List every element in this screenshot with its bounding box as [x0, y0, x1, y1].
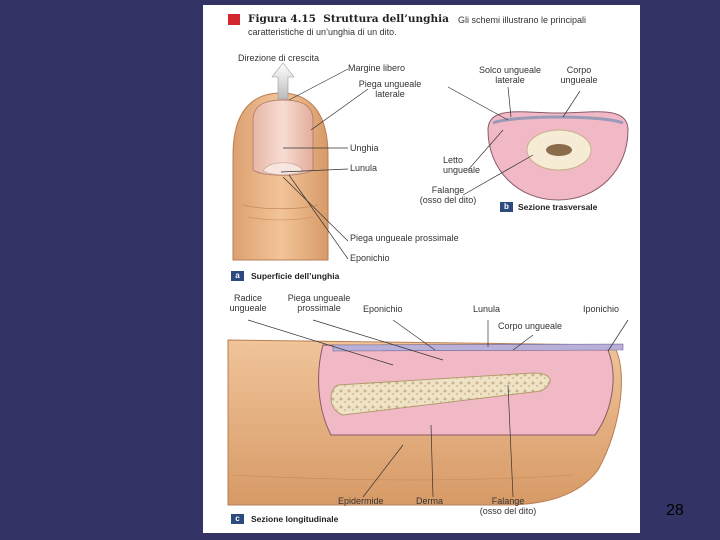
panel-c-leaders	[247, 319, 629, 498]
label-nail-body-c: Corpo ungueale	[498, 321, 563, 331]
label-epidermis: Epidermide	[338, 496, 384, 506]
label-hyponychium: Iponichio	[583, 304, 620, 314]
label-dermis: Derma	[416, 496, 444, 506]
label-root-2: ungueale	[229, 303, 267, 313]
label-proximal-fold: Piega ungueale prossimale	[350, 233, 459, 243]
figure-title-text: Struttura dell’unghia	[323, 13, 449, 25]
palmar-crease	[232, 474, 574, 481]
label-eponychium-a: Eponichio	[350, 253, 390, 263]
panel-a-badge: a	[231, 271, 244, 281]
growth-arrow-icon	[271, 62, 295, 100]
label-lateral-fold-1: Piega ungueale	[358, 79, 422, 89]
label-phalanx-b-2: (osso del dito)	[419, 195, 477, 205]
label-root-1: Radice	[233, 293, 262, 303]
figure-description-line-2: caratteristiche di un’unghia di un dito.	[248, 27, 397, 37]
knuckle-crease	[242, 204, 319, 210]
panel-c-illustration	[227, 339, 624, 506]
label-lunula-a: Lunula	[350, 163, 378, 173]
label-lateral-groove-2: laterale	[495, 75, 525, 85]
label-nail-bed-2: ungueale	[443, 165, 481, 175]
cross-section-nail	[492, 115, 624, 125]
panel-a-illustration	[232, 62, 329, 261]
label-phalanx-c-2: (osso del dito)	[479, 506, 537, 516]
label-nail-bed-1: Letto	[443, 155, 464, 165]
label-proximal-fold-c-2: prossimale	[297, 303, 341, 313]
knuckle-crease-2	[247, 216, 314, 221]
panel-c-caption: Sezione longitudinale	[251, 514, 339, 524]
panel-b-illustration	[487, 111, 629, 201]
figure-description-line-1: Gli schemi illustrano le principali	[458, 15, 587, 25]
nail-plate	[252, 99, 314, 176]
label-nail: Unghia	[350, 143, 379, 153]
label-eponychium-c: Eponichio	[363, 304, 403, 314]
illustration	[227, 62, 629, 506]
panel-b-leaders	[447, 86, 581, 196]
label-free-margin: Margine libero	[348, 63, 406, 73]
panel-b-caption: Sezione trasversale	[518, 202, 598, 212]
label-nail-body-2: ungueale	[560, 75, 598, 85]
label-proximal-fold-c-1: Piega ungueale	[287, 293, 351, 303]
bone-marrow	[546, 144, 572, 156]
figure-number: Figura 4.15	[248, 13, 316, 25]
figure-marker	[228, 14, 240, 25]
label-lunula-c: Lunula	[473, 304, 501, 314]
figure-title: Figura 4.15 Struttura dell’unghia	[248, 13, 449, 25]
nail-structure-figure: Figura 4.15 Struttura dell’unghia Gli sc…	[203, 5, 640, 533]
label-phalanx-b-1: Falange	[431, 185, 465, 195]
panel-c-badge: c	[231, 514, 244, 524]
longitudinal-bone	[330, 372, 551, 416]
label-lateral-fold-2: laterale	[375, 89, 405, 99]
label-phalanx-c-1: Falange	[491, 496, 525, 506]
panel-a-leaders	[280, 68, 369, 260]
page-number: 28	[666, 502, 684, 519]
label-lateral-groove-1: Solco ungueale	[478, 65, 542, 75]
panel-b-badge: b	[500, 202, 513, 212]
panel-a-caption: Superficie dell’unghia	[251, 271, 340, 281]
longitudinal-nail	[332, 343, 624, 352]
label-nail-body-1: Corpo	[566, 65, 592, 75]
label-growth-direction: Direzione di crescita	[238, 53, 320, 63]
